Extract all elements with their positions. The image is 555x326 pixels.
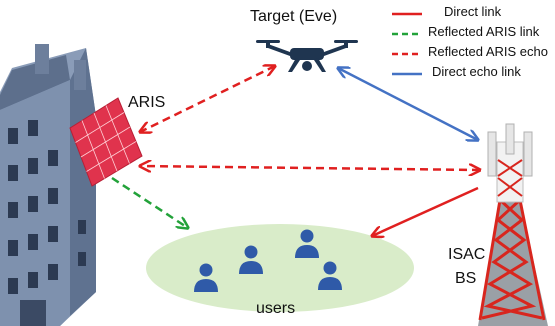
- reflected-aris-link: [111, 176, 188, 228]
- user-icon: [239, 245, 263, 274]
- target-label: Target (Eve): [250, 8, 338, 25]
- direct-echo-link: [338, 68, 478, 140]
- user-icon: [295, 229, 319, 258]
- legend: Direct link Reflected ARIS link Reflecte…: [392, 4, 555, 84]
- legend-label: Direct echo link: [432, 64, 521, 79]
- legend-swatch: [392, 32, 422, 36]
- legend-item-reflected-aris-link: Reflected ARIS link: [392, 24, 555, 42]
- legend-item-direct-link: Direct link: [392, 4, 555, 22]
- aris-panel: [69, 97, 143, 187]
- legend-swatch: [392, 52, 422, 56]
- drone-target: [256, 40, 358, 72]
- users-area: [146, 224, 414, 312]
- isac-label-line1: ISAC: [448, 246, 486, 263]
- user-icon: [318, 261, 342, 290]
- legend-swatch: [392, 12, 422, 16]
- legend-label: Reflected ARIS echo: [428, 44, 548, 59]
- aris-label: ARIS: [128, 94, 166, 111]
- building: [0, 44, 96, 326]
- direct-link-users: [372, 186, 479, 236]
- users-label: users: [256, 300, 296, 317]
- isac-bs-tower: [478, 123, 548, 326]
- isac-label-line2: BS: [455, 270, 477, 287]
- user-icon: [194, 263, 218, 292]
- legend-swatch: [392, 72, 422, 76]
- legend-label: Direct link: [444, 4, 502, 19]
- legend-item-reflected-aris-echo: Reflected ARIS echo: [392, 44, 555, 62]
- legend-item-direct-echo-link: Direct echo link: [392, 64, 555, 82]
- reflected-aris-echo-bs: [140, 166, 480, 170]
- legend-label: Reflected ARIS link: [428, 24, 540, 39]
